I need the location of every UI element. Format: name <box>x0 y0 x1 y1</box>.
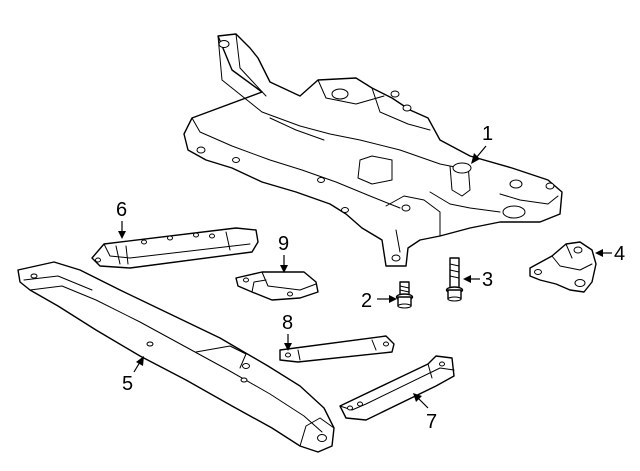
callout-label-7: 7 <box>426 411 437 433</box>
flat-strap <box>279 335 395 363</box>
callout-6: 6 <box>116 199 127 239</box>
callout-label-3: 3 <box>482 269 493 291</box>
small-shield-plate <box>235 271 319 301</box>
callout-7: 7 <box>413 393 437 433</box>
leader-arrow-8 <box>284 343 292 351</box>
crossmember-subframe <box>183 33 563 267</box>
callout-5: 5 <box>122 356 144 395</box>
leader-arrow-9 <box>280 265 288 273</box>
callout-label-1: 1 <box>482 123 493 145</box>
leader-arrow-5 <box>136 356 144 366</box>
callout-label-4: 4 <box>614 243 625 265</box>
flange-bolt-short <box>395 281 414 309</box>
callout-8: 8 <box>282 312 293 351</box>
leader-line-7 <box>417 397 429 409</box>
leader-line-1 <box>475 145 487 159</box>
leader-arrow-6 <box>118 231 126 239</box>
callout-3: 3 <box>463 269 493 291</box>
leader-arrow-1 <box>471 153 480 164</box>
lower-brace-bar <box>339 355 455 421</box>
callout-label-6: 6 <box>116 199 127 221</box>
callout-9: 9 <box>278 233 289 273</box>
callout-label-2: 2 <box>361 290 372 312</box>
flange-bolt-long <box>445 257 464 302</box>
leader-arrow-4 <box>595 249 603 257</box>
callout-2: 2 <box>361 290 397 312</box>
leader-arrow-2 <box>389 295 397 303</box>
callout-1: 1 <box>471 123 493 164</box>
callout-label-8: 8 <box>282 312 293 334</box>
callout-label-5: 5 <box>122 373 133 395</box>
callout-4: 4 <box>595 243 625 265</box>
mount-bracket <box>529 241 597 293</box>
leader-arrow-7 <box>413 393 422 402</box>
upper-brace-plate <box>91 227 259 269</box>
callout-label-9: 9 <box>278 233 289 255</box>
front-rail-long <box>17 261 335 453</box>
leader-arrow-3 <box>463 275 471 283</box>
